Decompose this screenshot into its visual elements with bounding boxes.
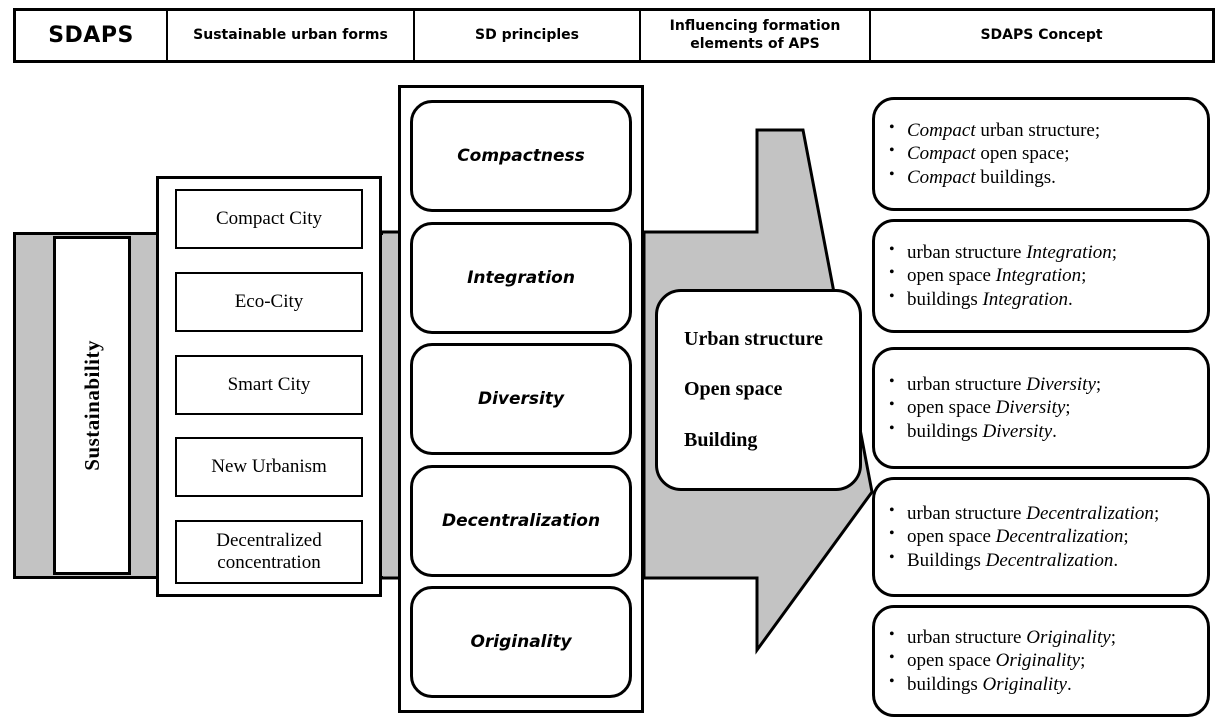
sdaps-concept-item: Compact buildings. — [889, 165, 1197, 189]
sdaps-concept-item: buildings Diversity. — [889, 419, 1197, 443]
header-cell-influencing-elements: Influencing formation elements of APS — [641, 11, 871, 60]
urban-form-item[interactable]: New Urbanism — [175, 437, 363, 498]
sdaps-concept-item: urban structure Diversity; — [889, 372, 1197, 396]
sdaps-concept-item: open space Originality; — [889, 648, 1197, 672]
urban-form-item[interactable]: Decentralized concentration — [175, 520, 363, 584]
header-cell-sustainable-urban-forms: Sustainable urban forms — [168, 11, 415, 60]
sdaps-concept-item: Compact open space; — [889, 141, 1197, 165]
urban-form-item[interactable]: Eco-City — [175, 271, 363, 332]
sd-principle-item[interactable]: Integration — [410, 221, 632, 334]
header-cell-influencing-line2: elements of APS — [690, 35, 820, 52]
sdaps-concept-box: urban structure Integration;open space I… — [872, 219, 1210, 333]
sdaps-concept-box: urban structure Originality;open space O… — [872, 605, 1210, 717]
sdaps-concept-list: urban structure Decentralization;open sp… — [883, 501, 1197, 572]
sdaps-concept-item: Buildings Decentralization. — [889, 548, 1197, 572]
sdaps-concept-item: urban structure Integration; — [889, 240, 1197, 264]
sdaps-concept-list: Compact urban structure;Compact open spa… — [883, 118, 1197, 189]
sdaps-concept-list: urban structure Integration;open space I… — [883, 240, 1197, 311]
influencing-element-line: Open space — [684, 378, 783, 401]
urban-form-item[interactable]: Compact City — [175, 189, 363, 249]
sdaps-concept-box: Compact urban structure;Compact open spa… — [872, 97, 1210, 211]
sdaps-concept-item: open space Integration; — [889, 263, 1197, 287]
sdaps-concept-item: buildings Integration. — [889, 287, 1197, 311]
header-cell-sd-principles: SD principles — [415, 11, 641, 60]
sd-principle-item[interactable]: Compactness — [410, 100, 632, 212]
sdaps-concept-box: urban structure Diversity;open space Div… — [872, 347, 1210, 469]
sd-principle-item[interactable]: Originality — [410, 586, 632, 698]
header-cell-sdaps: SDAPS — [16, 11, 168, 60]
sdaps-concept-list: urban structure Originality;open space O… — [883, 625, 1197, 696]
sd-principles-group: Compactness Integration Diversity Decent… — [398, 85, 644, 713]
sustainability-box: Sustainability — [53, 236, 131, 575]
header-table: SDAPS Sustainable urban forms SD princip… — [13, 8, 1215, 63]
sdaps-concept-item: open space Decentralization; — [889, 524, 1197, 548]
header-cell-influencing-line1: Influencing formation — [669, 18, 841, 34]
urban-form-item[interactable]: Smart City — [175, 354, 363, 415]
sdaps-concept-list: urban structure Diversity;open space Div… — [883, 372, 1197, 443]
urban-forms-group: Compact City Eco-City Smart City New Urb… — [156, 176, 382, 597]
sd-principle-item[interactable]: Decentralization — [410, 464, 632, 577]
sd-principle-item[interactable]: Diversity — [410, 343, 632, 455]
sdaps-concept-item: urban structure Decentralization; — [889, 501, 1197, 525]
sdaps-concept-item: Compact urban structure; — [889, 118, 1197, 142]
influencing-element-line: Building — [684, 429, 758, 452]
sdaps-concept-box: urban structure Decentralization;open sp… — [872, 477, 1210, 597]
influencing-element-line: Urban structure — [684, 327, 824, 350]
header-cell-sdaps-concept: SDAPS Concept — [980, 26, 1103, 43]
sdaps-concept-item: urban structure Originality; — [889, 625, 1197, 649]
influencing-elements-box: Urban structure Open space Building — [655, 289, 862, 491]
sustainability-label: Sustainability — [79, 340, 104, 471]
sdaps-concept-item: buildings Originality. — [889, 672, 1197, 696]
sdaps-concept-item: open space Diversity; — [889, 395, 1197, 419]
